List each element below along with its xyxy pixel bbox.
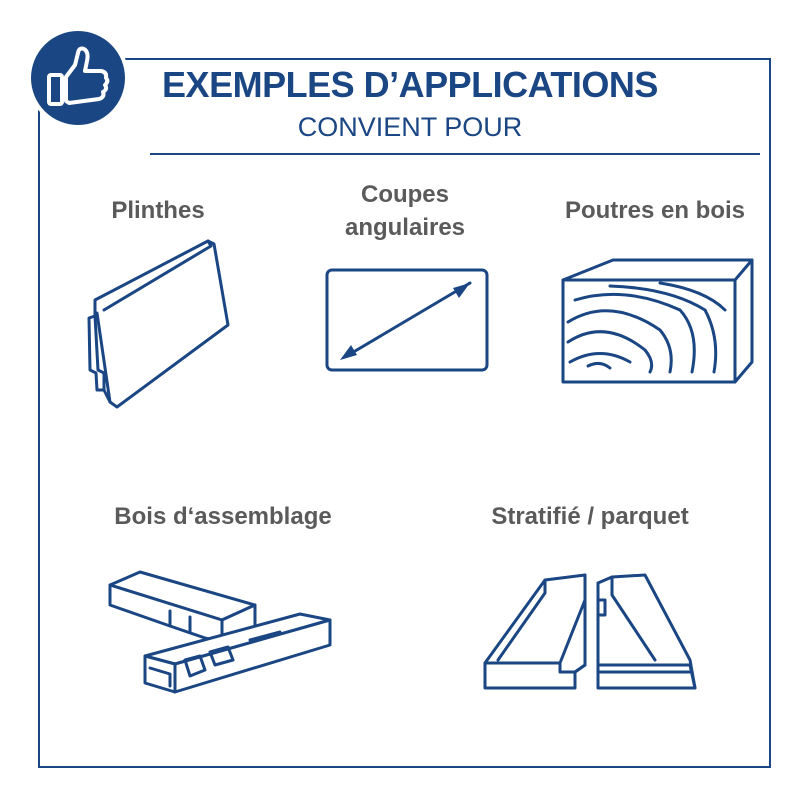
badge [27,27,129,129]
label-assemblage: Bois d‘assemblage [114,503,332,530]
badge-circle [31,31,125,125]
label-coupes-line2: angulaires [344,214,466,241]
page-title: EXEMPLES D’APPLICATIONS [162,64,658,105]
label-coupes-line1: Coupes [360,181,449,208]
page-subtitle: CONVIENT POUR [297,112,523,142]
header-divider [150,153,760,155]
label-plinthes: Plinthes [111,197,205,224]
thumbs-up-icon [47,46,110,106]
content-frame [38,58,771,768]
label-stratifie: Stratifié / parquet [491,503,689,530]
label-poutres: Poutres en bois [564,197,746,224]
